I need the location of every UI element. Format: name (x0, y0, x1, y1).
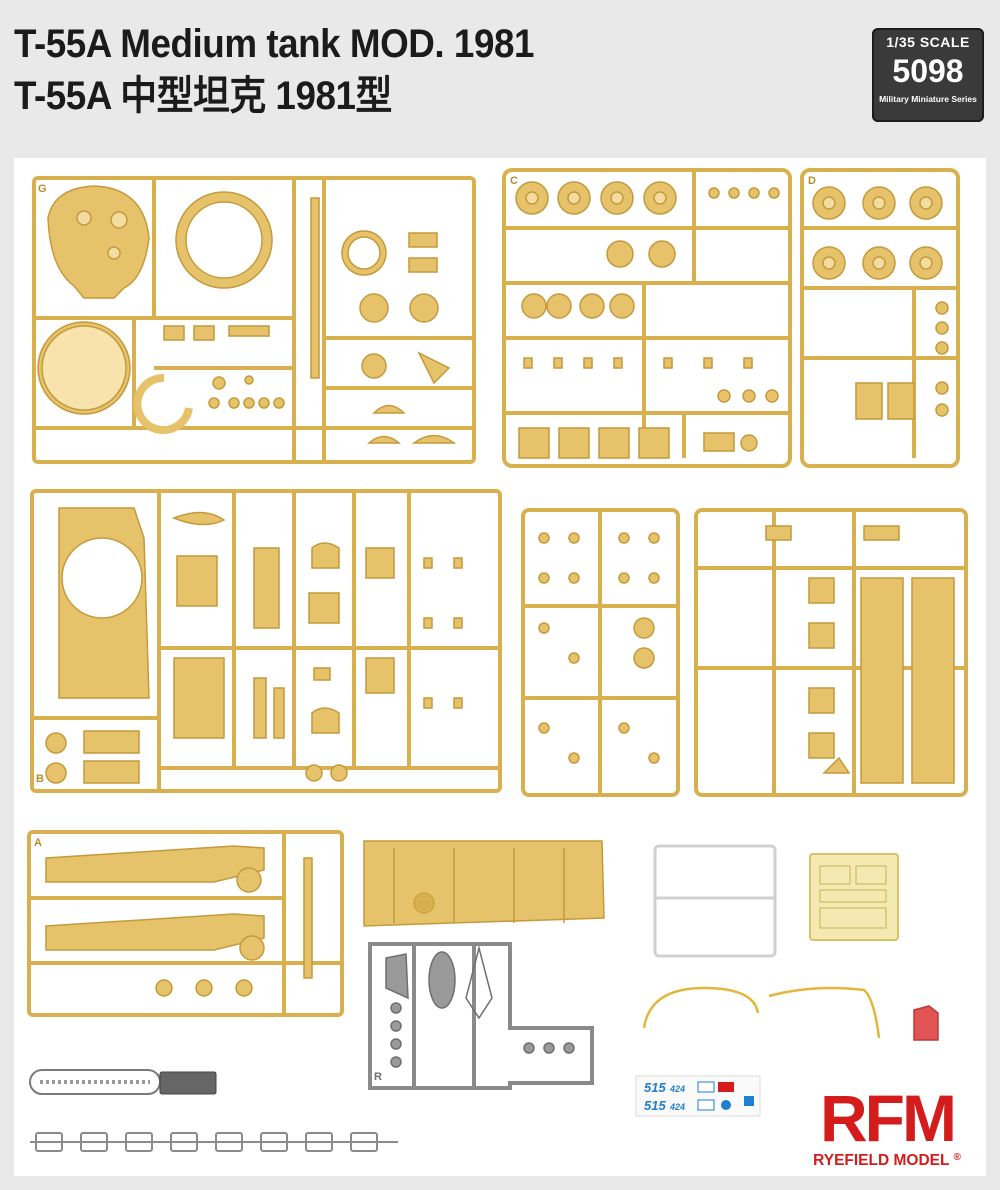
sprue-b (30, 489, 502, 793)
sprue-g (32, 176, 476, 464)
vinyl-track (29, 1069, 217, 1095)
sprue-label-a: A (34, 837, 42, 849)
wire-parts (642, 986, 881, 1039)
sprue-r-parts (385, 945, 575, 1068)
title-chinese: T-55A 中型坦克 1981型 (14, 74, 392, 118)
sprue-t1 (521, 508, 680, 797)
title-block: T-55A Medium tank MOD. 1981 T-55A 中型坦克 1… (14, 22, 579, 118)
sprues-illustration: G (27, 168, 968, 1152)
sprue-c-parts (515, 181, 780, 459)
sprue-label-r: R (374, 1071, 382, 1083)
decal-number-515: 515 (644, 1080, 666, 1095)
sprue-a (27, 830, 344, 1017)
decal-number-424: 424 (669, 1084, 685, 1094)
decal-number-424-b: 424 (669, 1102, 685, 1112)
sprue-t1-parts (538, 532, 660, 764)
decal-sheet: 515 424 515 424 (635, 1075, 761, 1117)
sprue-t2-parts (765, 525, 955, 784)
sprue-d-parts (812, 186, 949, 420)
series-label: Military Miniature Series (879, 94, 977, 104)
kit-contents-panel: G (14, 158, 986, 1176)
scale-label: 1/35 SCALE (886, 34, 970, 50)
sprue-b-parts (45, 507, 463, 784)
decal-number-515-b: 515 (644, 1098, 666, 1113)
sprue-label-d: D (808, 175, 816, 187)
red-lens-part (913, 1005, 939, 1041)
track-links (30, 1132, 398, 1152)
kit-code: 5098 (892, 53, 964, 89)
sprue-d (800, 168, 960, 468)
sprue-c (502, 168, 792, 468)
lower-hull (363, 840, 605, 927)
ryefield-logo: RFM RYEFIELD MODEL ® (802, 1081, 972, 1170)
brand-text: RYEFIELD MODEL (813, 1152, 950, 1169)
scale-badge: 1/35 SCALE 5098 Military Miniature Serie… (872, 28, 984, 122)
sprue-label-b: B (36, 773, 44, 785)
sprue-label-g: G (38, 183, 47, 195)
brand-name: RYEFIELD MODEL ® (802, 1152, 972, 1170)
sprue-a-parts (45, 845, 313, 997)
sprue-g-parts (37, 185, 457, 444)
registered-mark: ® (953, 1152, 961, 1163)
clear-sprue (653, 844, 777, 958)
rfm-mark: RFM (820, 1081, 957, 1155)
photo-etch-fret (809, 853, 899, 941)
sprue-label-c: C (510, 175, 518, 187)
title-english: T-55A Medium tank MOD. 1981 (14, 22, 534, 66)
